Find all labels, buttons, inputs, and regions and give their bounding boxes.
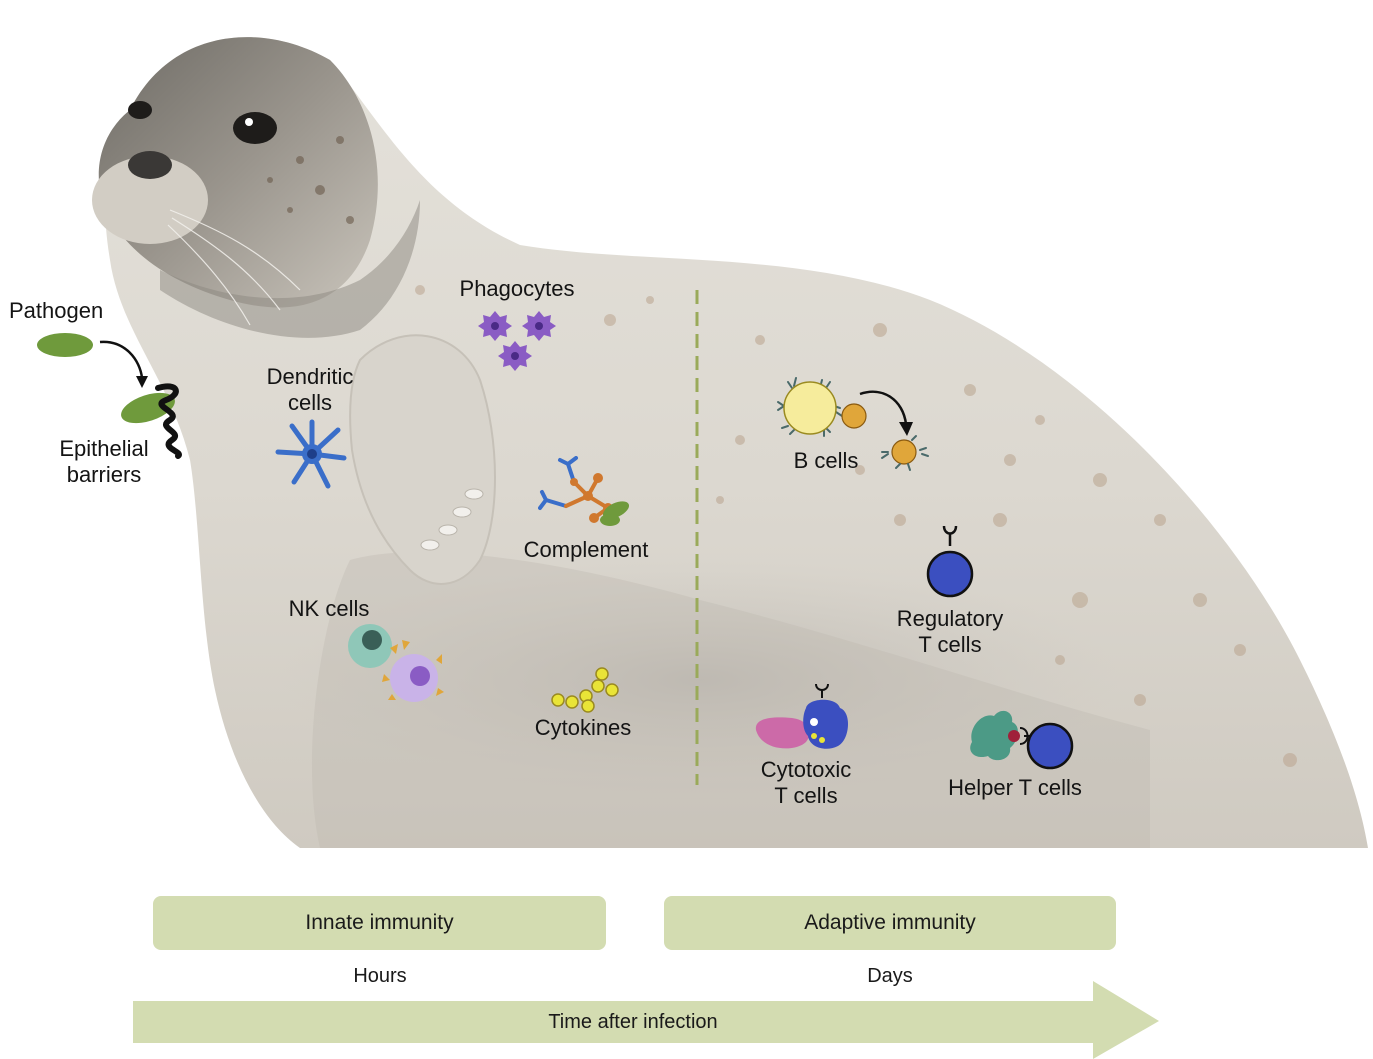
cytokines-icon [548, 666, 628, 714]
cytotoxic-label-line1: Cytotoxic [744, 757, 868, 783]
cytotoxic-t-cells-label: Cytotoxic T cells [744, 757, 868, 809]
cytokines-label: Cytokines [520, 715, 646, 741]
epithelial-barriers-label: Epithelial barriers [46, 436, 162, 488]
helper-t-cell-icon [964, 702, 1084, 782]
nk-cell-icon [346, 620, 446, 710]
helper-t-cells-label: Helper T cells [930, 775, 1100, 801]
regulatory-label-line1: Regulatory [880, 606, 1020, 632]
epithelial-label-line2: barriers [46, 462, 162, 488]
nk-cells-label: NK cells [276, 596, 382, 622]
pathogen-label: Pathogen [9, 298, 103, 324]
innate-immunity-bar: Innate immunity [153, 896, 606, 950]
regulatory-t-cell-icon [920, 522, 980, 602]
phase-divider [692, 290, 702, 790]
regulatory-t-cells-label: Regulatory T cells [880, 606, 1020, 658]
phagocytes-label: Phagocytes [447, 276, 587, 302]
epithelial-label-line1: Epithelial [46, 436, 162, 462]
dendritic-cells-label: Dendritic cells [250, 364, 370, 416]
regulatory-label-line2: T cells [880, 632, 1020, 658]
phagocyte-icon [475, 305, 565, 380]
dendritic-label-line1: Dendritic [250, 364, 370, 390]
time-axis-label: Time after infection [133, 1011, 1133, 1034]
dendritic-cell-icon [272, 414, 352, 494]
adaptive-immunity-bar: Adaptive immunity [664, 896, 1116, 950]
complement-icon [538, 456, 638, 536]
cytotoxic-t-cell-icon [752, 680, 872, 760]
cytotoxic-label-line2: T cells [744, 783, 868, 809]
dendritic-label-line2: cells [250, 390, 370, 416]
b-cells-label: B cells [778, 448, 874, 474]
complement-label: Complement [506, 537, 666, 563]
